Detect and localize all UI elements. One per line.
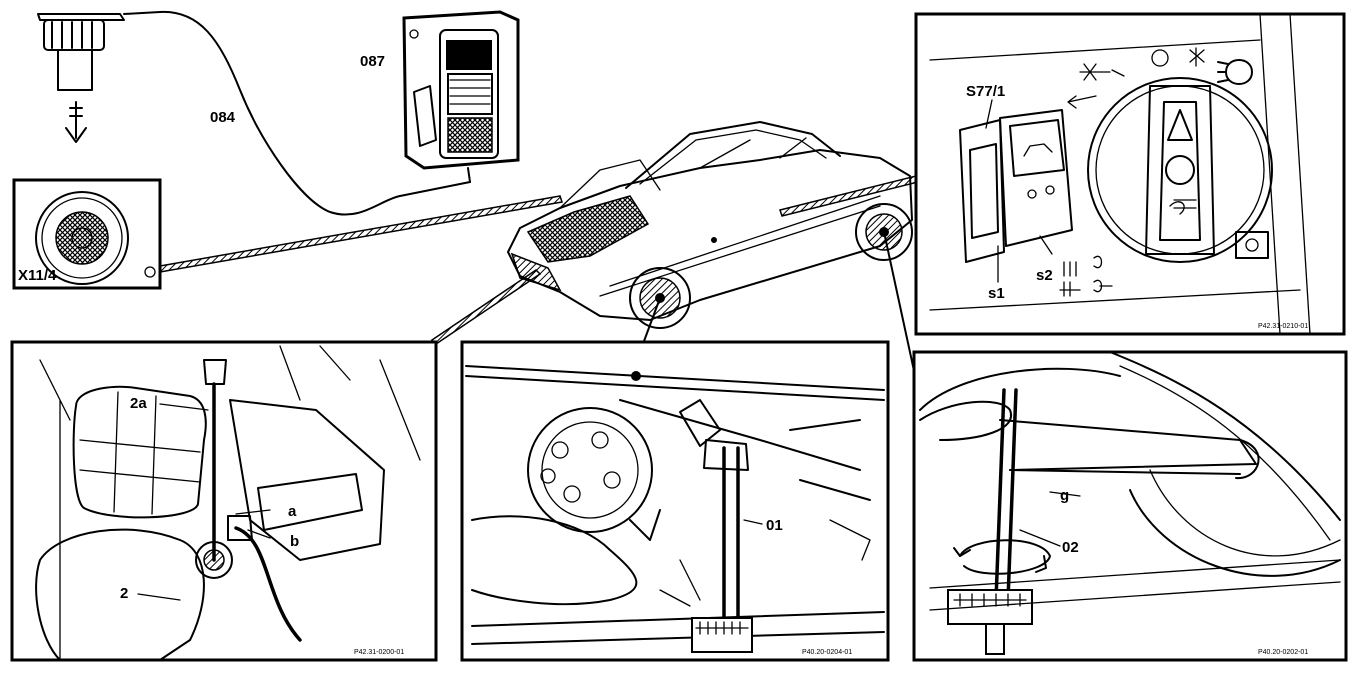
headlight-icon xyxy=(1217,59,1253,85)
leader-engine xyxy=(430,269,542,345)
engine-part-2-label: 2 xyxy=(120,585,128,602)
tool-02-label: 02 xyxy=(1062,539,1079,556)
cable-084 xyxy=(159,10,471,216)
down-arrow-icon xyxy=(65,101,87,143)
tool-01-label: 01 xyxy=(766,517,783,534)
dimmer-icon xyxy=(1235,231,1269,259)
under-car-code: P40.20-0204-01 xyxy=(802,649,852,656)
engine-bay-code: P42.31-0200-01 xyxy=(354,649,404,656)
socket-inset: X11/4 xyxy=(12,178,162,290)
arrow-left-icon xyxy=(1067,95,1097,109)
point-a-label: a xyxy=(288,503,297,520)
front-fog-icon xyxy=(1093,255,1113,293)
switch-panel-code: P42.31-0210-01 xyxy=(1258,323,1308,330)
wheel-arch-code: P40.20-0202-01 xyxy=(1258,649,1308,656)
parking-light-icon xyxy=(1079,63,1125,81)
under-car-inset: 01 P40.20-0204-01 xyxy=(460,340,890,662)
switch-unit-label: S77/1 xyxy=(966,83,1005,100)
point-b-label: b xyxy=(290,533,299,550)
rotation-arrow-icon xyxy=(959,539,1051,575)
arrow-up-icon xyxy=(1167,109,1193,141)
cable-label: 084 xyxy=(210,109,236,126)
plug-detail xyxy=(37,11,161,143)
tester-087: 087 xyxy=(360,10,520,183)
wheel-arch-inset: 02 g P40.20-0202-01 xyxy=(912,350,1348,662)
switch-s1-label: s1 xyxy=(988,285,1005,302)
switch-panel-inset: S77/1 s1 s2 P42.31-0210-01 xyxy=(914,12,1346,336)
switch-s2-label: s2 xyxy=(1036,267,1053,284)
rear-fog-icon xyxy=(1059,261,1081,297)
socket-label: X11/4 xyxy=(18,267,57,284)
low-beam-icon xyxy=(1189,47,1205,67)
fog-light-icon xyxy=(1169,199,1197,215)
car-roof-icon xyxy=(1023,143,1053,157)
off-symbol-icon xyxy=(1151,49,1169,67)
car-illustration xyxy=(507,121,919,329)
detail-g-label: g xyxy=(1060,487,1069,504)
engine-bay-inset: 2a a b 2 P42.31-0200-01 xyxy=(10,340,438,662)
engine-part-2a-label: 2a xyxy=(130,395,147,412)
diagnostic-cable xyxy=(159,195,563,273)
leader-arch xyxy=(883,231,917,381)
tester-label: 087 xyxy=(360,53,385,70)
